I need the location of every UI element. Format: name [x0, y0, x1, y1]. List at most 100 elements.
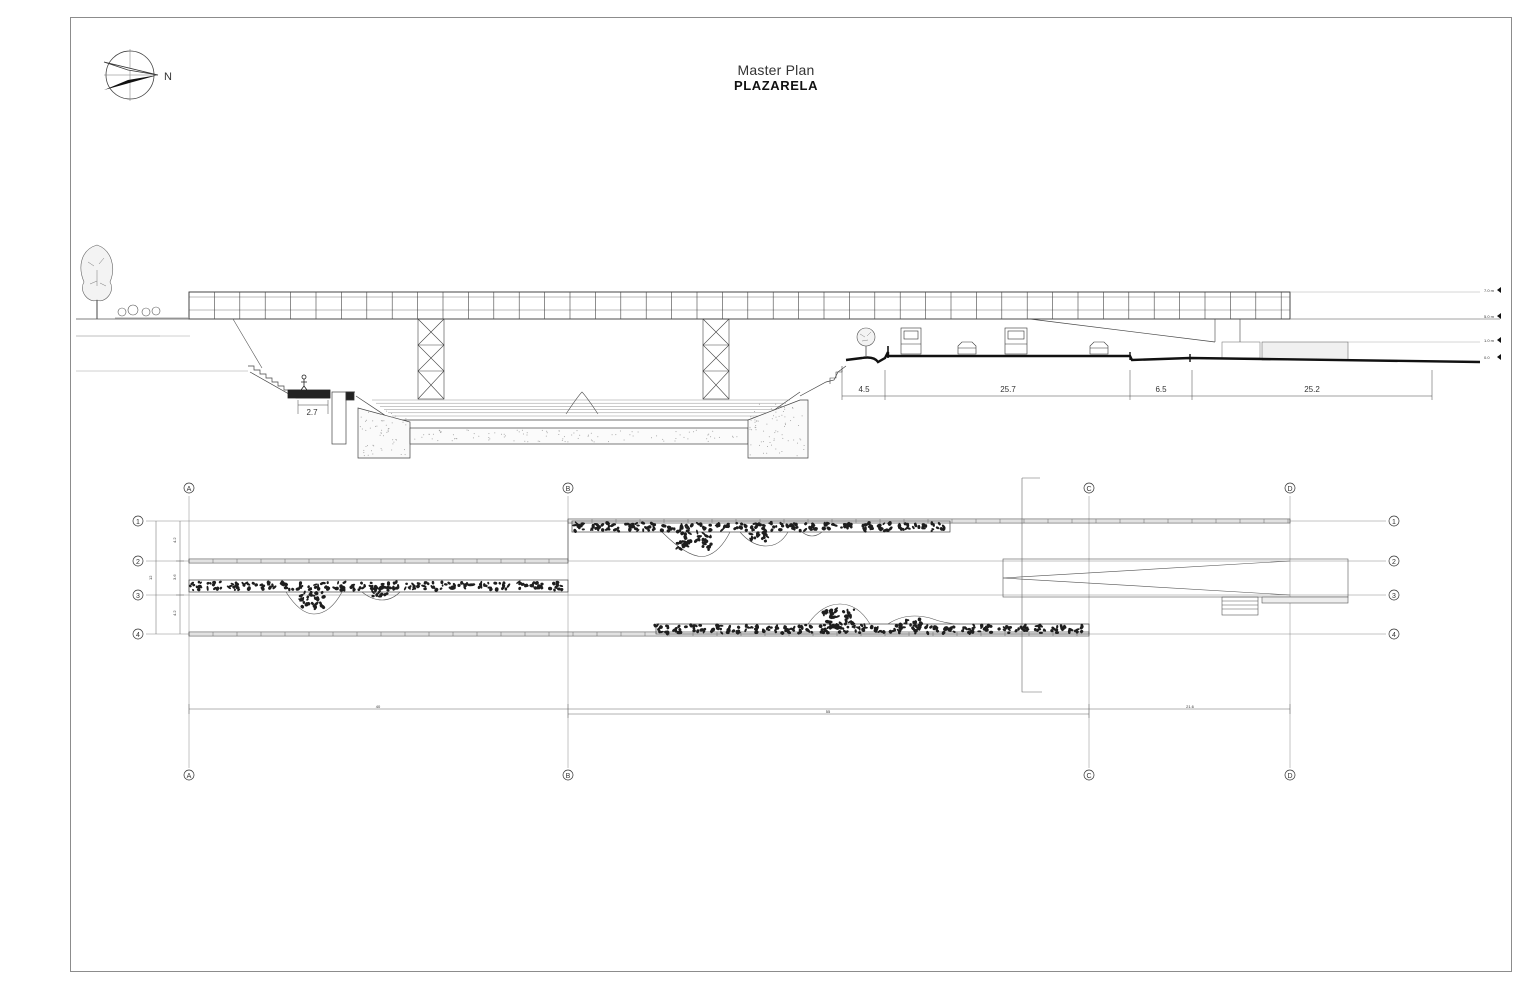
planting-leaf [218, 580, 222, 584]
planting-leaf [822, 623, 827, 627]
planting-leaf [636, 529, 640, 532]
concrete-stipple [571, 434, 573, 436]
tree-icon [80, 244, 113, 319]
planting-leaf [744, 628, 747, 633]
planting-leaf [833, 609, 838, 614]
concrete-stipple [526, 434, 528, 436]
planting-leaf [961, 629, 965, 633]
planting-leaf [501, 583, 505, 589]
planting-leaf [663, 524, 667, 528]
concrete-stipple [784, 416, 786, 418]
concrete-stipple [562, 438, 564, 440]
planting-leaf [901, 626, 906, 629]
planting-leaf [775, 624, 778, 630]
planting-leaf [709, 534, 712, 539]
planting-leaf [753, 627, 758, 631]
planting-leaf [206, 585, 209, 591]
planting-leaf [242, 583, 246, 587]
concrete-stipple [597, 436, 599, 438]
concrete-stipple [708, 433, 710, 435]
planting-leaf [686, 539, 690, 542]
plan-row-dim-label: 4.2 [172, 537, 177, 543]
planting-leaf [411, 582, 415, 587]
planting-leaf [979, 623, 984, 628]
axis-label-3: 3 [136, 593, 140, 600]
planting-leaf [762, 534, 766, 539]
planting-leaf [720, 528, 725, 532]
planting-leaf [498, 582, 502, 585]
axis-label-4: 4 [136, 632, 140, 639]
planting-leaf [315, 596, 320, 600]
planting-leaf [1055, 630, 1059, 635]
planting-leaf [516, 580, 521, 584]
concrete-stipple [732, 436, 734, 438]
planting-leaf [266, 580, 271, 586]
planting-leaf [559, 584, 564, 588]
planting-leaf [765, 534, 770, 539]
planting-leaf [199, 581, 202, 584]
planting-leaf [1052, 627, 1056, 631]
concrete-stipple [651, 437, 652, 439]
concrete-stipple [423, 434, 425, 436]
planting-leaf [803, 528, 808, 532]
planting-leaf [699, 523, 703, 528]
planting-leaf [332, 586, 337, 590]
concrete-stipple [762, 441, 764, 443]
planting-leaf [1079, 625, 1084, 630]
planting-leaf [695, 521, 701, 526]
concrete-stipple [611, 434, 613, 436]
planting-leaf [616, 526, 620, 530]
planting-leaf [466, 581, 469, 587]
concrete-stipple [766, 423, 768, 425]
planting-leaf [824, 523, 828, 527]
planting-leaf [518, 586, 522, 591]
concrete-stipple [558, 434, 560, 435]
concrete-stipple [631, 431, 633, 433]
concrete-stipple [768, 436, 770, 438]
concrete-stipple [776, 419, 778, 421]
planting-leaf [716, 523, 720, 528]
planting-leaf [206, 581, 210, 585]
planting-leaf [1024, 626, 1029, 630]
planting-leaf [708, 528, 713, 532]
planting-leaf [791, 628, 796, 632]
planting-leaf [557, 587, 561, 591]
concrete-stipple [381, 413, 383, 415]
planting-leaf [188, 584, 192, 588]
planting-leaf [840, 526, 843, 529]
truck-icon [900, 327, 922, 355]
concrete-stipple [706, 438, 708, 440]
concrete-stipple [361, 428, 363, 430]
planting-leaf [441, 584, 444, 587]
concrete-stipple [773, 439, 775, 441]
planting-leaf [847, 620, 853, 624]
planting-leaf [704, 534, 708, 538]
concrete-stipple [391, 449, 393, 451]
planting-leaf [642, 528, 645, 532]
concrete-stipple [504, 435, 506, 437]
planting-leaf [1067, 628, 1071, 635]
planting-leaf [762, 628, 765, 633]
concrete-stipple [784, 422, 786, 424]
planting-leaf [219, 586, 223, 590]
concrete-stipple [781, 451, 783, 452]
planting-leaf [234, 581, 238, 585]
planting-leaf [896, 628, 901, 632]
planting-leaf [997, 627, 1001, 631]
planting-leaf [487, 581, 490, 585]
planting-leaf [534, 581, 539, 585]
planting-leaf [301, 596, 305, 602]
planting-leaf [664, 630, 669, 634]
planting-leaf [594, 526, 598, 530]
concrete-stipple [503, 436, 505, 438]
planting-leaf [529, 583, 535, 588]
concrete-stipple [775, 403, 777, 405]
planting-leaf [774, 630, 778, 634]
concrete-stipple [784, 425, 785, 427]
concrete-stipple [687, 438, 689, 440]
concrete-stipple [579, 434, 581, 436]
planting-leaf [581, 528, 585, 531]
planting-leaf [349, 585, 353, 590]
planting-leaf [411, 587, 416, 591]
planting-leaf [426, 582, 430, 586]
